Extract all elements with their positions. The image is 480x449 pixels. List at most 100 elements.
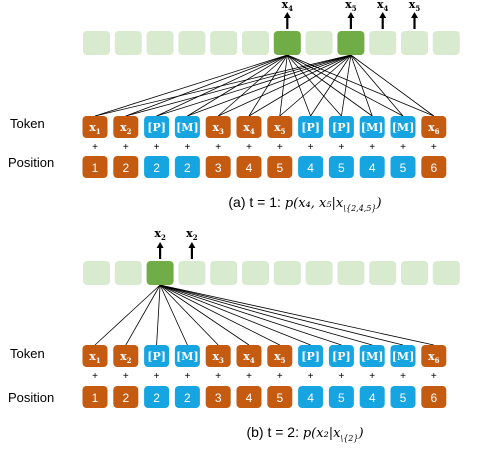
token-label: x4 [243, 121, 255, 136]
mask-token-box [390, 345, 416, 367]
attention-edge [218, 54, 352, 117]
attention-edge [160, 284, 434, 346]
token-label: x6 [428, 350, 440, 365]
attention-edge [159, 284, 342, 346]
output-cell [432, 31, 460, 55]
token-label: x1 [89, 350, 101, 365]
output-label: x2 [154, 227, 166, 242]
panel-caption: (a) t = 1: p(x₄, x₅|x\{2,4,5}) [228, 194, 381, 213]
attention-edge [159, 284, 188, 346]
token-label: [P] [332, 121, 351, 134]
plus-sign: + [338, 142, 344, 153]
attention-edge [160, 284, 404, 346]
attention-edge [310, 54, 352, 117]
position-row-label: Position [8, 155, 54, 170]
output-cell [273, 261, 301, 285]
attention-edge [159, 284, 280, 346]
output-prediction: x5 [345, 0, 357, 29]
attention-edge [94, 54, 351, 117]
token-label: [M] [361, 121, 384, 134]
plus-sign: + [246, 142, 252, 153]
arrow-head-icon [347, 12, 355, 18]
attention-edge [341, 54, 352, 117]
output-cell-row [83, 31, 460, 55]
token-box [421, 116, 447, 138]
attention-edge [156, 284, 161, 346]
position-number: 5 [276, 391, 283, 405]
plus-sign: + [400, 142, 406, 153]
token-box [113, 116, 139, 138]
attention-edge [287, 54, 434, 117]
position-number: 4 [369, 161, 376, 175]
output-prediction: x4 [282, 0, 293, 29]
attention-edge [350, 54, 435, 117]
active-output-cell [146, 261, 174, 285]
position-number: 3 [215, 391, 222, 405]
plus-sign: + [184, 371, 190, 382]
plus-sign: + [184, 142, 190, 153]
attention-edge [159, 284, 373, 346]
position-number: 1 [92, 161, 99, 175]
plus-sign: + [431, 142, 437, 153]
token-label: x5 [274, 121, 286, 136]
position-number: 2 [122, 161, 129, 175]
attention-edge [159, 284, 311, 346]
position-box [113, 386, 139, 408]
position-box [82, 386, 108, 408]
token-row: x1+x2+[P]+[M]+x3+x4+x5+[P]+[P]+[M]+[M]+x… [82, 345, 447, 382]
plus-sign: + [308, 142, 314, 153]
mask-token-box [359, 345, 385, 367]
arrow-head-icon [156, 242, 164, 248]
plus-sign: + [215, 371, 221, 382]
output-cell [369, 31, 397, 55]
token-box [205, 345, 231, 367]
output-cell [401, 31, 428, 55]
position-box [328, 156, 354, 178]
attention-edge [125, 284, 161, 346]
output-cell [178, 261, 206, 285]
token-label: x1 [89, 121, 101, 136]
output-cell [210, 31, 238, 55]
position-box [267, 156, 293, 178]
token-box [267, 116, 293, 138]
token-label: [M] [176, 121, 199, 134]
plus-sign: + [277, 142, 283, 153]
position-box [267, 386, 293, 408]
position-number: 4 [246, 391, 253, 405]
token-label: [P] [147, 121, 166, 134]
token-label: x2 [120, 121, 132, 136]
mask-token-box [298, 116, 324, 138]
token-label: [M] [392, 350, 415, 363]
attention-edge [156, 54, 352, 117]
token-box [236, 116, 262, 138]
plus-sign: + [92, 142, 98, 153]
active-output-cell [273, 31, 301, 55]
token-label: x3 [212, 350, 224, 365]
position-box [144, 156, 170, 178]
position-box [144, 386, 170, 408]
output-prediction: x2 [186, 227, 198, 259]
position-box [359, 386, 385, 408]
arrow-head-icon [379, 12, 387, 18]
token-label: [P] [301, 121, 320, 134]
position-number: 4 [307, 391, 314, 405]
token-row: x1+x2+[P]+[M]+x3+x4+x5+[P]+[P]+[M]+[M]+x… [82, 116, 447, 153]
mask-token-box [144, 345, 170, 367]
attention-edge [94, 54, 288, 117]
output-cell [242, 261, 269, 285]
token-row-label: Token [10, 346, 45, 361]
position-box [174, 386, 200, 408]
attention-edge [159, 284, 250, 346]
position-box [328, 386, 354, 408]
output-prediction: x5 [409, 0, 420, 29]
attention-edge [125, 54, 352, 117]
token-box [267, 345, 293, 367]
mask-token-box [298, 345, 324, 367]
position-box [113, 156, 139, 178]
mask-token-box [359, 116, 385, 138]
attention-edge [159, 284, 219, 346]
output-label: x2 [186, 227, 198, 242]
attention-edge [279, 54, 288, 117]
